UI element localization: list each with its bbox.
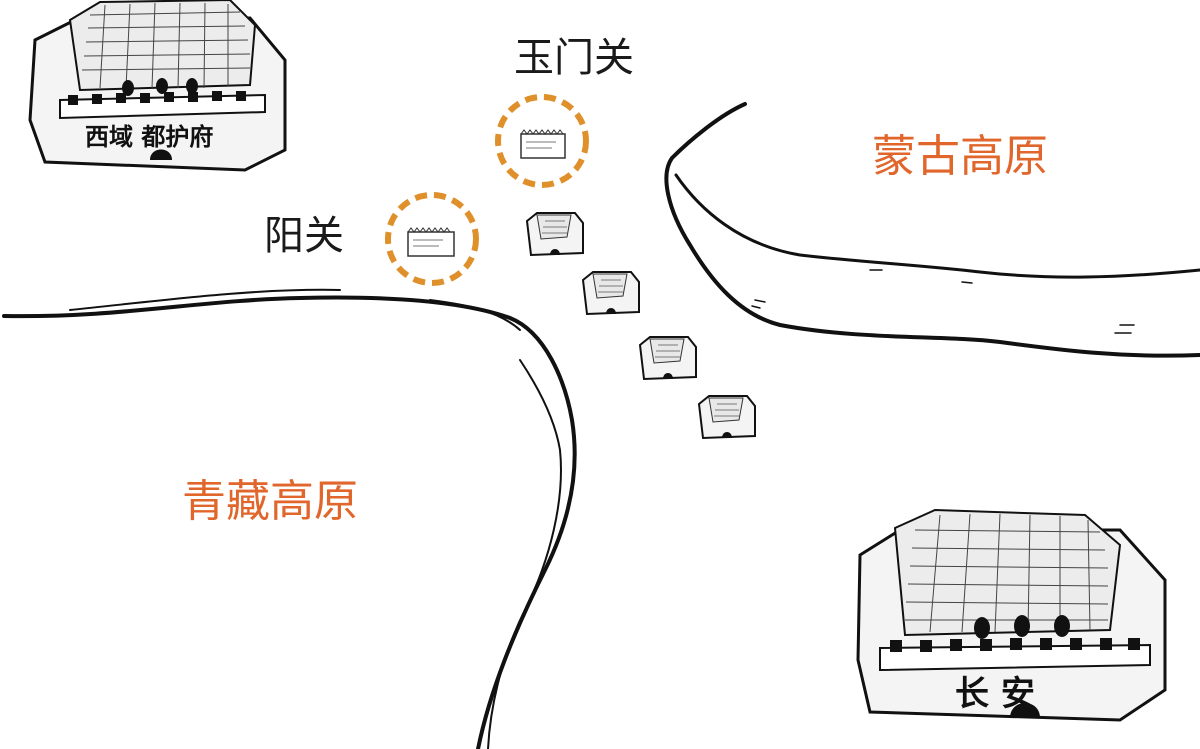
yumen-pass-highlight (495, 94, 589, 188)
watchtower-icon (525, 212, 584, 257)
watchtower-icon (638, 336, 697, 381)
mongolian-plateau-label: 蒙古高原 (872, 131, 1048, 182)
yumen-pass-label: 玉门关 (514, 35, 634, 81)
yang-pass-label: 阳关 (264, 213, 344, 259)
watchtower-icon (581, 271, 640, 316)
watchtower-icon (697, 395, 756, 440)
western-regions-fortress: 西域 都护府 (28, 0, 287, 172)
qinghai-tibet-boundary (2, 288, 577, 749)
yumen-pass-gate-icon (520, 129, 566, 159)
yang-pass-gate-icon (407, 227, 455, 257)
mongolian-boundary (664, 102, 1200, 358)
changan-label: 长 安 (955, 674, 1035, 714)
changan-fortress: 长 安 (856, 508, 1167, 722)
western-regions-label: 西域 都护府 (85, 122, 213, 151)
yang-pass-highlight (385, 192, 479, 286)
qinghai-tibet-plateau-label: 青藏高原 (182, 476, 358, 527)
